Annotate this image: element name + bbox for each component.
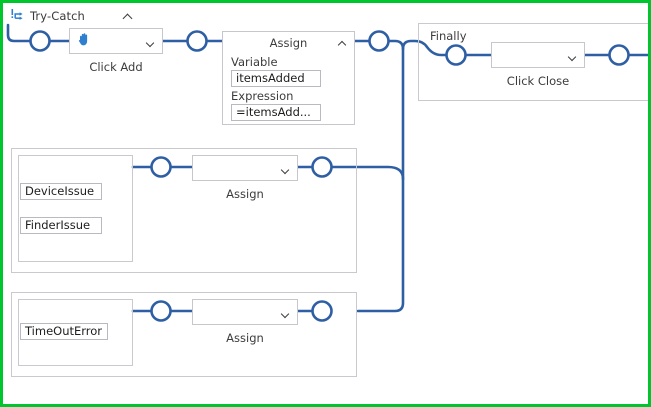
expression-label: Expression xyxy=(231,89,294,103)
try-catch-icon xyxy=(11,7,25,26)
catch-2-action-node[interactable] xyxy=(192,299,298,325)
catch-block-1 xyxy=(11,148,357,273)
expression-input[interactable]: =itemsAdd... xyxy=(231,104,321,121)
connector-dot xyxy=(368,30,390,52)
chevron-up-icon[interactable] xyxy=(123,11,134,22)
click-add-caption: Click Add xyxy=(89,60,143,74)
finally-block xyxy=(418,23,648,101)
chevron-up-icon[interactable] xyxy=(338,39,347,48)
catch-2-exception-0[interactable]: TimeOutError xyxy=(20,323,108,340)
catch-1-action-caption: Assign xyxy=(226,187,264,201)
assign-title: Assign xyxy=(269,36,308,50)
assign-card-header: Assign xyxy=(223,36,354,53)
try-catch-title: Try-Catch xyxy=(30,9,85,23)
chevron-down-icon[interactable] xyxy=(281,308,290,317)
finally-label: Finally xyxy=(430,29,467,43)
connector-dot xyxy=(186,30,208,52)
catch-2-action-caption: Assign xyxy=(226,331,264,345)
hand-click-icon xyxy=(77,32,92,51)
click-add-node[interactable] xyxy=(69,28,163,54)
click-close-caption: Click Close xyxy=(506,74,570,88)
catch-1-exceptions-panel xyxy=(18,155,133,262)
try-catch-header[interactable]: Try-Catch xyxy=(11,7,134,25)
click-close-node[interactable] xyxy=(491,42,585,68)
catch-1-action-node[interactable] xyxy=(192,155,298,181)
assign-card[interactable]: Assign Variable itemsAdded Expression =i… xyxy=(222,31,355,125)
chevron-down-icon[interactable] xyxy=(568,51,577,60)
catch-2-exceptions-panel xyxy=(18,299,133,366)
catch-block-2 xyxy=(11,292,357,377)
chevron-down-icon[interactable] xyxy=(146,37,155,46)
variable-label: Variable xyxy=(231,55,278,69)
catch-1-exception-0[interactable]: DeviceIssue xyxy=(20,183,102,200)
chevron-down-icon[interactable] xyxy=(281,164,290,173)
catch-1-exception-1[interactable]: FinderIssue xyxy=(20,217,102,234)
connector-dot xyxy=(29,30,51,52)
variable-input[interactable]: itemsAdded xyxy=(231,70,321,87)
